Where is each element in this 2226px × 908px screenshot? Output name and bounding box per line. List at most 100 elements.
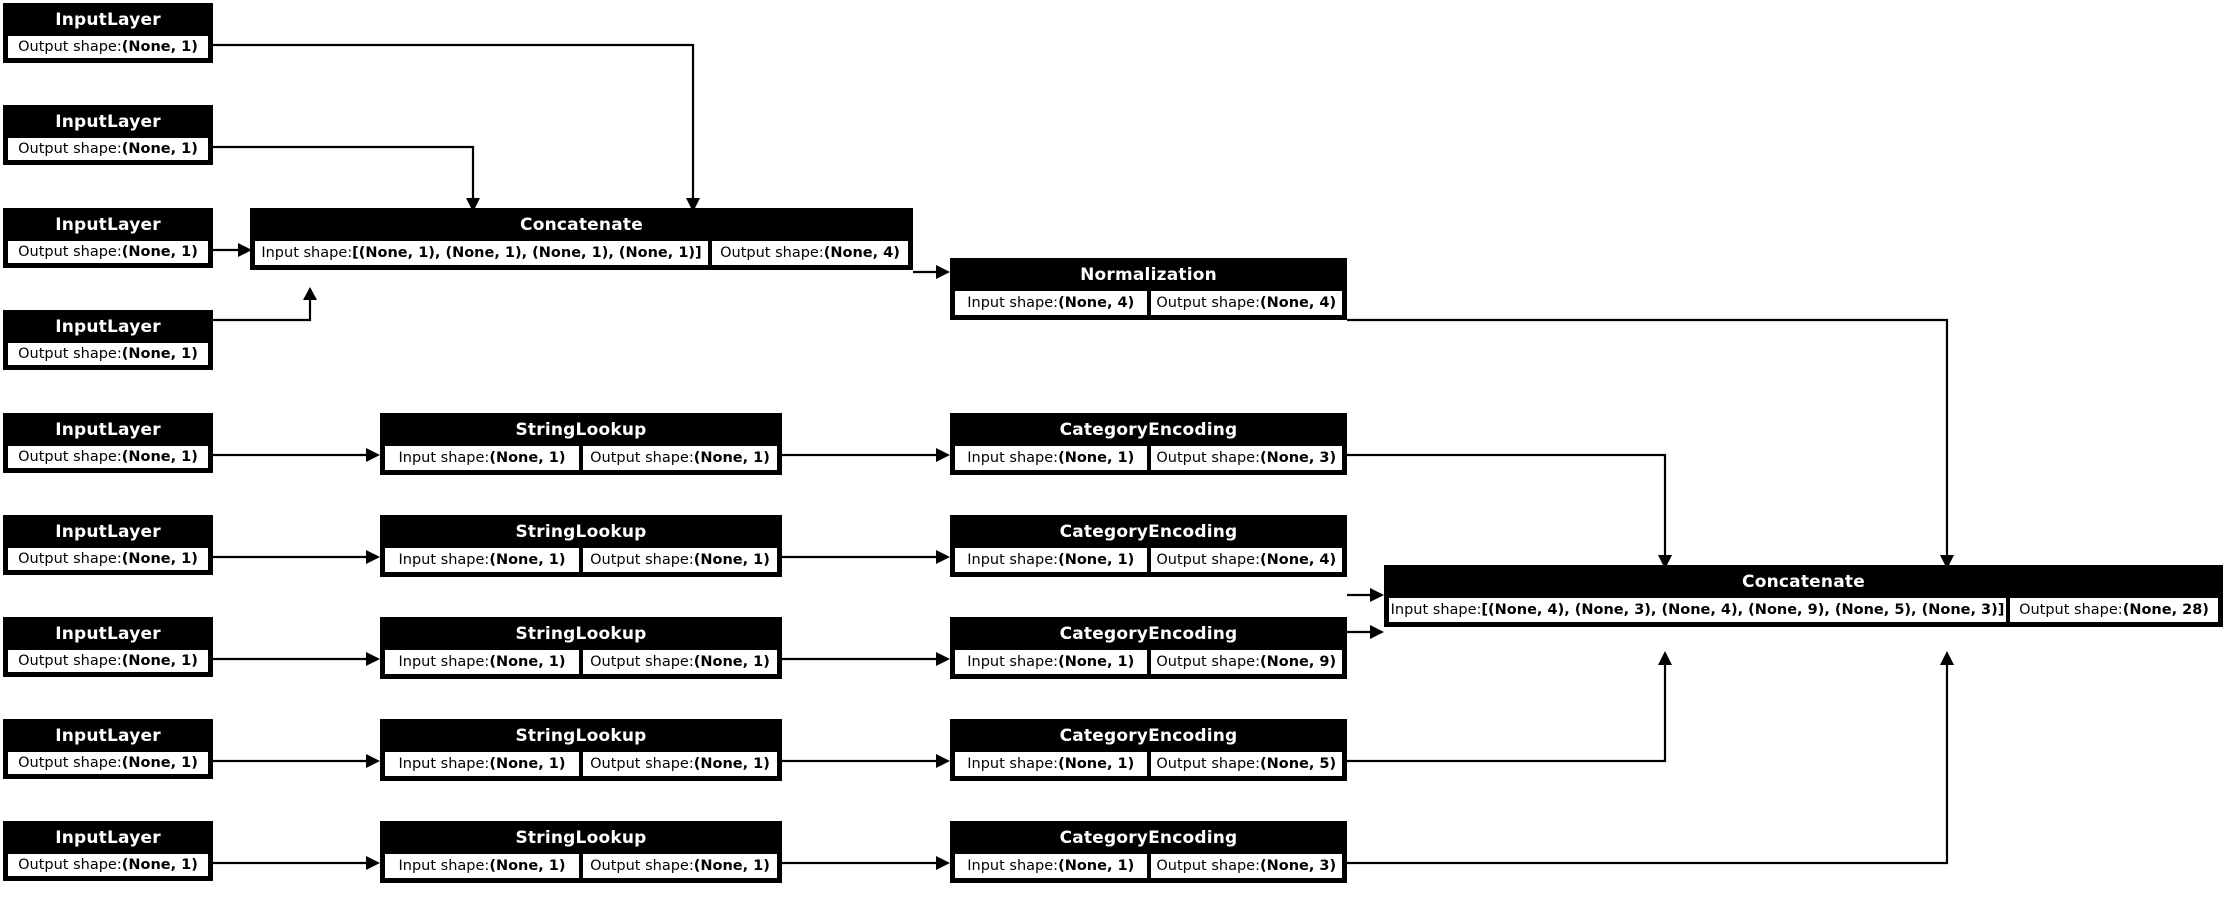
output-shape-cell: Output shape: (None, 1)	[7, 137, 209, 161]
input-shape-cell: Input shape: (None, 1)	[384, 547, 580, 573]
output-shape-value: (None, 28)	[2122, 602, 2209, 618]
output-shape-cell: Output shape: (None, 1)	[7, 35, 209, 59]
output-shape-label: Output shape:	[1156, 756, 1260, 772]
node-title: InputLayer	[5, 415, 211, 445]
output-shape-value: (None, 4)	[1259, 552, 1337, 568]
output-shape-label: Output shape:	[590, 858, 694, 874]
node-stringlookup-4[interactable]: StringLookup Input shape: (None, 1) Outp…	[380, 719, 782, 781]
output-shape-cell: Output shape: (None, 4)	[1149, 290, 1343, 316]
node-title: CategoryEncoding	[952, 517, 1345, 547]
node-normalization[interactable]: Normalization Input shape: (None, 4) Out…	[950, 258, 1347, 320]
output-shape-value: (None, 4)	[1259, 295, 1337, 311]
node-body: Input shape: (None, 1) Output shape: (No…	[382, 547, 780, 575]
input-shape-label: Input shape:	[398, 858, 490, 874]
node-categoryencoding-5[interactable]: CategoryEncoding Input shape: (None, 1) …	[950, 821, 1347, 883]
arrowhead-row3-lookup	[366, 652, 380, 666]
arrowhead-input4	[303, 287, 317, 300]
output-shape-label: Output shape:	[1156, 654, 1260, 670]
input-shape-label: Input shape:	[967, 756, 1059, 772]
output-shape-cell: Output shape: (None, 28)	[2009, 597, 2219, 623]
node-title: InputLayer	[5, 517, 211, 547]
node-inputlayer-categorical-4[interactable]: InputLayer Output shape: (None, 1)	[3, 719, 213, 779]
node-stringlookup-2[interactable]: StringLookup Input shape: (None, 1) Outp…	[380, 515, 782, 577]
node-categoryencoding-1[interactable]: CategoryEncoding Input shape: (None, 1) …	[950, 413, 1347, 475]
input-shape-cell: Input shape: (None, 1)	[954, 751, 1148, 777]
input-shape-value: [(None, 1), (None, 1), (None, 1), (None,…	[352, 245, 702, 261]
node-title: InputLayer	[5, 312, 211, 342]
node-body: Output shape: (None, 1)	[5, 137, 211, 163]
input-shape-label: Input shape:	[398, 450, 490, 466]
node-concatenate-numeric[interactable]: Concatenate Input shape: [(None, 1), (No…	[250, 208, 913, 270]
node-categoryencoding-2[interactable]: CategoryEncoding Input shape: (None, 1) …	[950, 515, 1347, 577]
node-title: InputLayer	[5, 619, 211, 649]
arrowhead-row1-encoding	[936, 448, 950, 462]
node-inputlayer-categorical-1[interactable]: InputLayer Output shape: (None, 1)	[3, 413, 213, 473]
node-body: Output shape: (None, 1)	[5, 751, 211, 777]
output-shape-value: (None, 1)	[121, 39, 198, 55]
node-concatenate-all[interactable]: Concatenate Input shape: [(None, 4), (No…	[1384, 565, 2223, 627]
node-title: StringLookup	[382, 823, 780, 853]
input-shape-label: Input shape:	[967, 552, 1059, 568]
node-stringlookup-5[interactable]: StringLookup Input shape: (None, 1) Outp…	[380, 821, 782, 883]
output-shape-label: Output shape:	[18, 449, 122, 465]
input-shape-value: (None, 1)	[489, 756, 566, 772]
node-inputlayer-numeric-3[interactable]: InputLayer Output shape: (None, 1)	[3, 208, 213, 268]
output-shape-cell: Output shape: (None, 3)	[1149, 853, 1343, 879]
node-title: CategoryEncoding	[952, 823, 1345, 853]
output-shape-value: (None, 1)	[121, 244, 198, 260]
node-categoryencoding-4[interactable]: CategoryEncoding Input shape: (None, 1) …	[950, 719, 1347, 781]
node-inputlayer-categorical-5[interactable]: InputLayer Output shape: (None, 1)	[3, 821, 213, 881]
node-body: Input shape: (None, 1) Output shape: (No…	[952, 853, 1345, 881]
node-title: CategoryEncoding	[952, 721, 1345, 751]
output-shape-value: (None, 1)	[121, 857, 198, 873]
output-shape-label: Output shape:	[18, 857, 122, 873]
node-inputlayer-numeric-4[interactable]: InputLayer Output shape: (None, 1)	[3, 310, 213, 370]
output-shape-value: (None, 1)	[693, 756, 770, 772]
output-shape-label: Output shape:	[18, 39, 122, 55]
node-inputlayer-categorical-3[interactable]: InputLayer Output shape: (None, 1)	[3, 617, 213, 677]
output-shape-cell: Output shape: (None, 3)	[1149, 445, 1343, 471]
output-shape-label: Output shape:	[18, 244, 122, 260]
node-title: StringLookup	[382, 721, 780, 751]
output-shape-value: (None, 4)	[823, 245, 900, 261]
edge-row4-encoding-to-concatall	[1347, 665, 1667, 763]
node-body: Input shape: [(None, 4), (None, 3), (Non…	[1386, 597, 2221, 625]
node-body: Input shape: (None, 1) Output shape: (No…	[382, 649, 780, 677]
input-shape-cell: Input shape: (None, 1)	[954, 853, 1148, 879]
node-title: InputLayer	[5, 721, 211, 751]
node-stringlookup-3[interactable]: StringLookup Input shape: (None, 1) Outp…	[380, 617, 782, 679]
node-body: Output shape: (None, 1)	[5, 35, 211, 61]
input-shape-value: (None, 1)	[1058, 450, 1135, 466]
input-shape-value: (None, 1)	[489, 858, 566, 874]
input-shape-value: (None, 1)	[489, 450, 566, 466]
input-shape-value: (None, 1)	[1058, 552, 1135, 568]
node-inputlayer-categorical-2[interactable]: InputLayer Output shape: (None, 1)	[3, 515, 213, 575]
output-shape-label: Output shape:	[18, 346, 122, 362]
input-shape-label: Input shape:	[398, 552, 490, 568]
node-stringlookup-1[interactable]: StringLookup Input shape: (None, 1) Outp…	[380, 413, 782, 475]
arrowhead-row2-encoding	[936, 550, 950, 564]
input-shape-label: Input shape:	[261, 245, 353, 261]
node-title: StringLookup	[382, 415, 780, 445]
node-body: Input shape: (None, 1) Output shape: (No…	[952, 649, 1345, 677]
node-categoryencoding-3[interactable]: CategoryEncoding Input shape: (None, 1) …	[950, 617, 1347, 679]
arrowhead-row4-concatall	[1658, 651, 1672, 665]
node-body: Input shape: (None, 1) Output shape: (No…	[382, 751, 780, 779]
input-shape-label: Input shape:	[398, 654, 490, 670]
input-shape-label: Input shape:	[1390, 602, 1482, 618]
node-title: InputLayer	[5, 5, 211, 35]
output-shape-cell: Output shape: (None, 1)	[7, 547, 209, 571]
edge-normalization-to-concatall	[1347, 318, 1949, 555]
arrowhead-row3-concatall	[1370, 625, 1384, 639]
output-shape-cell: Output shape: (None, 5)	[1149, 751, 1343, 777]
output-shape-label: Output shape:	[1156, 295, 1260, 311]
output-shape-label: Output shape:	[590, 756, 694, 772]
node-body: Input shape: (None, 1) Output shape: (No…	[952, 445, 1345, 473]
node-inputlayer-numeric-2[interactable]: InputLayer Output shape: (None, 1)	[3, 105, 213, 165]
node-inputlayer-numeric-1[interactable]: InputLayer Output shape: (None, 1)	[3, 3, 213, 63]
input-shape-label: Input shape:	[967, 654, 1059, 670]
output-shape-cell: Output shape: (None, 1)	[582, 445, 778, 471]
input-shape-value: (None, 1)	[1058, 858, 1135, 874]
arrowhead-row5-concatall	[1940, 651, 1954, 665]
node-title: CategoryEncoding	[952, 619, 1345, 649]
